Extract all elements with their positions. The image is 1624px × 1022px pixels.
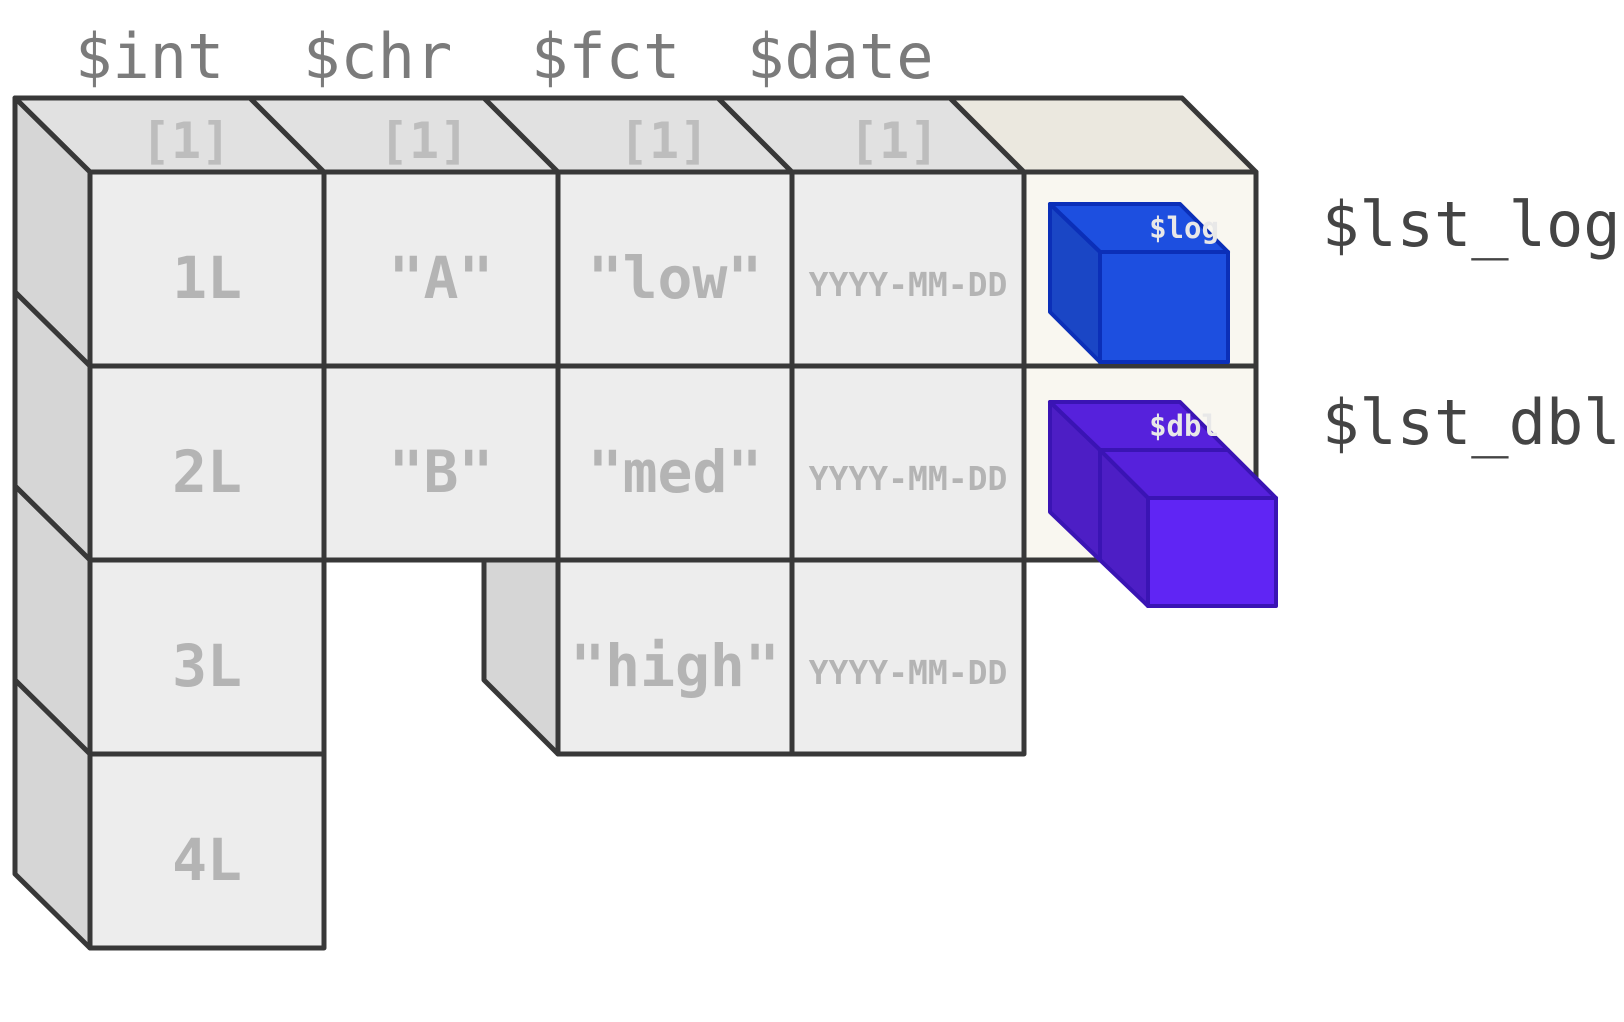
dbl-cube-front <box>1146 496 1278 608</box>
column-label-date: $date <box>747 20 934 93</box>
log-cube-front <box>1098 250 1230 364</box>
value-int-2: 2L <box>172 438 242 506</box>
value-fct-2: "med" <box>588 438 763 506</box>
cell-int-1 <box>87 169 327 369</box>
cell-int-3 <box>87 557 327 757</box>
cell-fct-1 <box>555 169 795 369</box>
cell-fct-3 <box>555 557 795 757</box>
cell-date-2 <box>789 363 1027 563</box>
value-date-2: YYYY-MM-DD <box>809 459 1008 498</box>
dbl-cube-label: $dbl <box>1149 409 1219 443</box>
log-cube-label: $log <box>1149 211 1219 245</box>
value-fct-3: "high" <box>570 632 780 700</box>
cell-fct-2 <box>555 363 795 563</box>
index-label-date: [1] <box>849 112 939 170</box>
cell-date-3 <box>789 557 1027 757</box>
column-label-chr: $chr <box>303 20 452 93</box>
value-date-1: YYYY-MM-DD <box>809 265 1008 304</box>
column-label-fct: $fct <box>531 20 680 93</box>
index-label-fct: [1] <box>619 112 709 170</box>
cell-int-4 <box>87 751 327 951</box>
value-date-3: YYYY-MM-DD <box>809 653 1008 692</box>
index-label-chr: [1] <box>379 112 469 170</box>
cell-chr-2 <box>321 363 561 563</box>
row-label-lst-log: $lst_log <box>1322 188 1621 261</box>
row-label-lst-dbl: $lst_dbl <box>1322 386 1621 459</box>
value-int-3: 3L <box>172 632 242 700</box>
cell-date-1 <box>789 169 1027 369</box>
value-chr-2: "B" <box>389 438 494 506</box>
value-chr-1: "A" <box>389 244 494 312</box>
index-label-int: [1] <box>141 112 231 170</box>
side-face-fct-row3 <box>481 557 561 757</box>
value-fct-1: "low" <box>588 244 763 312</box>
column-label-int: $int <box>75 20 224 93</box>
cell-int-2 <box>87 363 327 563</box>
dbl-cube <box>1048 400 1278 608</box>
value-int-4: 4L <box>172 826 242 894</box>
value-int-1: 1L <box>172 244 242 312</box>
log-cube <box>1048 202 1230 364</box>
